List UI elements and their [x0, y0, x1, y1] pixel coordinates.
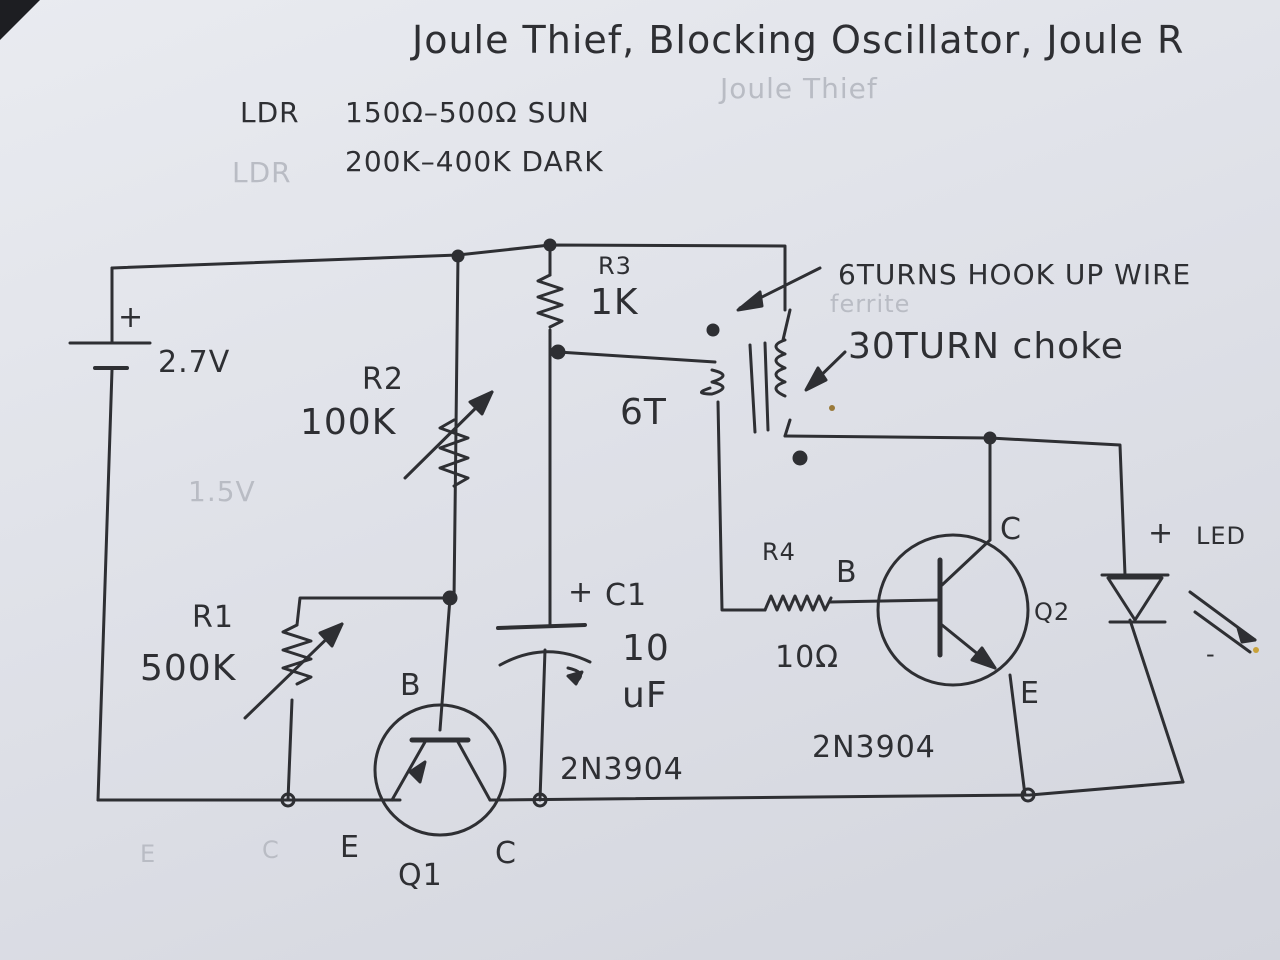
page-title: Joule Thief, Blocking Oscillator, Joule … — [412, 18, 1185, 62]
junction-r3-top — [543, 238, 557, 252]
q1-base-wire — [438, 596, 452, 732]
primary-turns-label: 6T — [620, 392, 667, 433]
r4-name: R4 — [762, 538, 796, 566]
junction-c1-bottom — [532, 792, 548, 808]
led-symbol — [1100, 573, 1259, 654]
q1-base-label: B — [400, 668, 422, 703]
left-wire — [96, 266, 114, 802]
led-name: LED — [1196, 522, 1247, 550]
q2-part-number: 2N3904 — [812, 730, 936, 765]
ldr-label: LDR — [240, 96, 300, 129]
q2-name: Q2 — [1034, 598, 1071, 626]
q1-transistor-symbol — [373, 703, 507, 837]
faint-trace-ldr: LDR — [232, 156, 292, 189]
q2-base-label: B — [836, 555, 858, 590]
q2-transistor-symbol — [876, 533, 1030, 687]
r1-name: R1 — [192, 600, 234, 635]
top-rail-wire — [110, 243, 787, 312]
secondary-wire — [783, 434, 1185, 784]
q1-name: Q1 — [398, 858, 443, 893]
q2-emitter-label: E — [1020, 676, 1040, 711]
c1-polarity: + — [568, 575, 595, 610]
r4-value: 10Ω — [775, 640, 840, 675]
bottom-rail-wire — [96, 780, 1185, 802]
q1-collector-label: C — [495, 836, 517, 871]
junction-q2-emitter — [1020, 787, 1036, 803]
junction-r1-bottom — [280, 792, 296, 808]
battery-symbol — [68, 341, 152, 370]
r3-c1-wire — [538, 243, 552, 802]
q1-emitter-label: E — [340, 830, 360, 865]
faint-trace-voltage: 1.5V — [188, 475, 256, 508]
primary-wire — [556, 350, 767, 612]
r2-name: R2 — [362, 362, 404, 397]
c1-name: C1 — [605, 578, 648, 613]
r1-variable-resistor — [243, 622, 344, 720]
q2-collector-label: C — [1000, 512, 1022, 547]
junction-r2-top — [451, 249, 465, 263]
secondary-winding-note: 30TURN choke — [848, 326, 1124, 367]
q1-part-number: 2N3904 — [560, 752, 684, 787]
r3-name: R3 — [598, 252, 632, 280]
faint-trace-title: Joule Thief — [720, 72, 878, 105]
r1-wire — [286, 596, 452, 802]
faint-trace-e: E — [140, 840, 157, 868]
r3-value: 1K — [590, 282, 639, 323]
led-minus: - — [1206, 640, 1216, 668]
page-corner-shadow — [0, 0, 40, 40]
primary-winding-note: 6TURNS HOOK UP WIRE — [838, 258, 1192, 291]
c1-value-number: 10 — [622, 628, 670, 669]
faint-trace-c: C — [262, 836, 280, 864]
led-polarity: + — [1148, 516, 1175, 551]
c1-value-unit: uF — [622, 675, 668, 716]
c1-capacitor-symbol — [496, 623, 592, 686]
r3-resistor — [536, 273, 564, 329]
r2-value: 100K — [300, 402, 397, 443]
faint-trace-ferrite: ferrite — [830, 290, 911, 318]
q2-emitter-wire — [1008, 673, 1027, 797]
r4-resistor — [763, 594, 942, 612]
r2-variable-resistor — [403, 390, 494, 488]
transformer-symbol — [700, 266, 847, 466]
ldr-dark-range: 200K–400K DARK — [345, 145, 604, 178]
battery-polarity: + — [118, 300, 145, 335]
r1-value: 500K — [140, 648, 237, 689]
battery-voltage: 2.7V — [158, 345, 231, 380]
ldr-sun-range: 150Ω–500Ω SUN — [345, 96, 590, 129]
